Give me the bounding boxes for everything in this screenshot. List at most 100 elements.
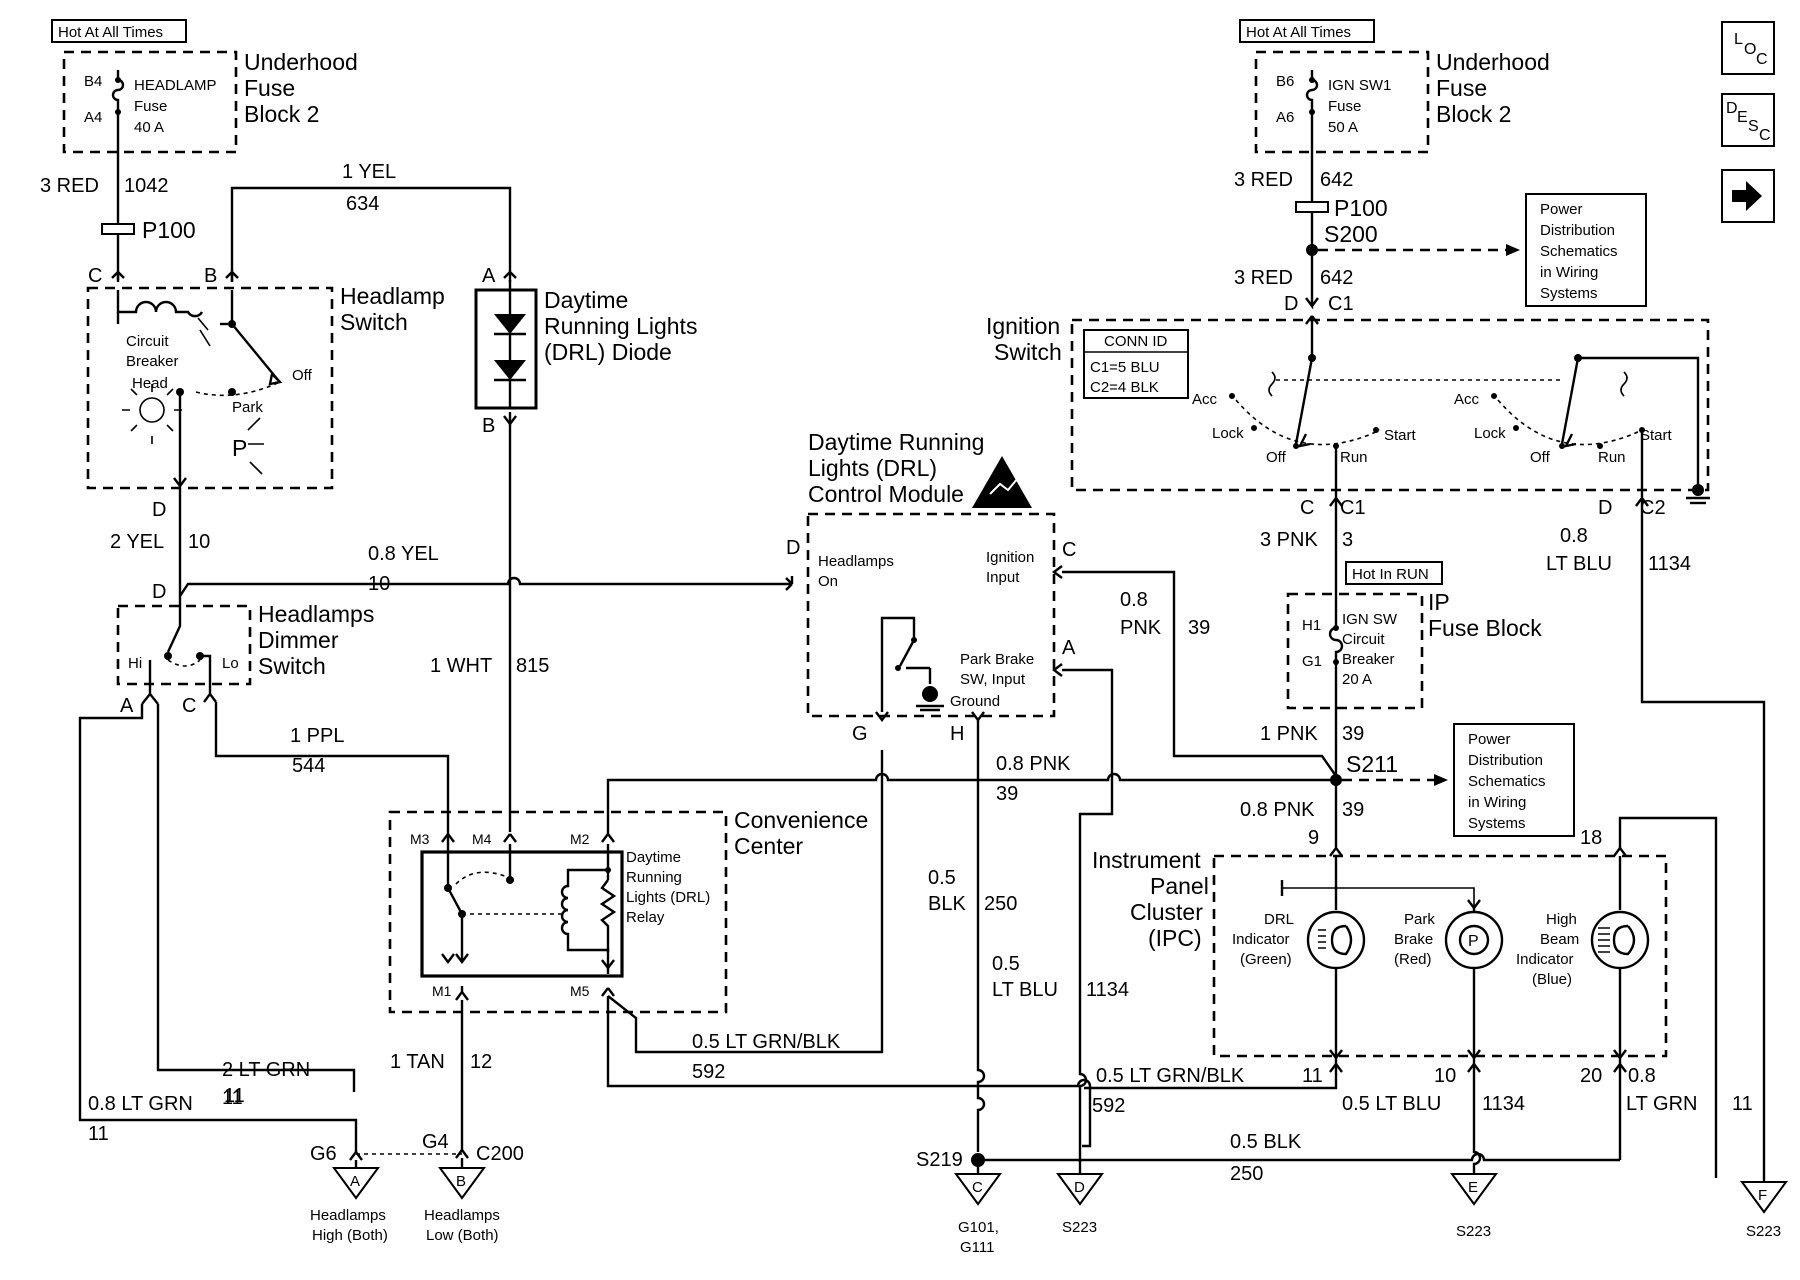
loc-button[interactable]: L O C: [1721, 21, 1775, 75]
svg-text:B: B: [482, 415, 495, 437]
svg-text:Dimmer: Dimmer: [258, 627, 339, 653]
svg-text:Running: Running: [626, 869, 682, 886]
svg-text:C: C: [1759, 127, 1771, 144]
terminal-b[interactable]: B Headlamps Low (Both): [424, 1167, 500, 1244]
svg-text:3 RED: 3 RED: [40, 175, 99, 197]
svg-text:M5: M5: [570, 983, 590, 999]
svg-text:642: 642: [1320, 267, 1353, 289]
terminal-c[interactable]: C G101, G111: [954, 1173, 1002, 1256]
terminal-f[interactable]: F S223: [1740, 1181, 1788, 1240]
svg-text:39: 39: [1342, 723, 1364, 745]
svg-text:Daytime: Daytime: [626, 849, 681, 866]
svg-text:1134: 1134: [1482, 1093, 1525, 1115]
hot-at-all-times-right: Hot At All Times: [1239, 19, 1375, 43]
svg-text:2 YEL: 2 YEL: [110, 531, 164, 553]
svg-text:39: 39: [996, 783, 1018, 805]
svg-text:0.8: 0.8: [1120, 589, 1148, 611]
svg-text:1 PPL: 1 PPL: [290, 725, 344, 747]
svg-text:IGN SW: IGN SW: [1342, 611, 1398, 628]
svg-text:G1: G1: [1302, 653, 1322, 670]
svg-text:9: 9: [1308, 827, 1319, 849]
svg-text:M4: M4: [472, 831, 492, 847]
svg-text:Distribution: Distribution: [1468, 752, 1543, 769]
svg-text:A4: A4: [84, 109, 102, 126]
svg-text:IGN SW1: IGN SW1: [1328, 77, 1391, 94]
svg-text:Hot At All Times: Hot At All Times: [1246, 24, 1351, 41]
svg-text:Center: Center: [734, 833, 803, 859]
svg-text:Block 2: Block 2: [1436, 101, 1511, 127]
svg-text:3 RED: 3 RED: [1234, 267, 1293, 289]
svg-text:Hot At All Times: Hot At All Times: [58, 24, 163, 41]
svg-text:Running Lights: Running Lights: [544, 313, 697, 339]
svg-text:D: D: [1074, 1179, 1085, 1196]
svg-text:A: A: [482, 265, 496, 287]
svg-text:PNK: PNK: [1120, 617, 1162, 639]
svg-text:3 RED: 3 RED: [1234, 169, 1293, 191]
svg-text:P100: P100: [1334, 195, 1388, 221]
right-arrow-icon: [1732, 181, 1762, 211]
svg-text:C: C: [972, 1179, 983, 1196]
svg-text:250: 250: [1230, 1163, 1263, 1185]
svg-text:High: High: [1546, 911, 1577, 928]
svg-text:Run: Run: [1340, 449, 1368, 466]
svg-text:S223: S223: [1456, 1223, 1491, 1240]
svg-text:0.5 LT BLU: 0.5 LT BLU: [1342, 1093, 1441, 1115]
svg-text:0.8: 0.8: [1560, 525, 1588, 547]
terminal-d[interactable]: D S223: [1056, 1173, 1104, 1236]
svg-text:39: 39: [1342, 799, 1364, 821]
svg-text:0.5: 0.5: [992, 953, 1020, 975]
svg-text:Lo: Lo: [222, 655, 239, 672]
svg-text:2 LT GRN: 2 LT GRN: [222, 1059, 310, 1081]
svg-text:Start: Start: [1384, 427, 1417, 444]
svg-text:Off: Off: [292, 367, 313, 384]
svg-text:10: 10: [1434, 1065, 1456, 1087]
svg-text:S200: S200: [1324, 221, 1378, 247]
svg-text:IP: IP: [1428, 589, 1450, 615]
headlamps-dimmer-switch: D Headlamps Dimmer Switch Hi Lo: [116, 581, 374, 686]
svg-text:Fuse: Fuse: [1436, 75, 1487, 101]
svg-text:Headlamps: Headlamps: [258, 601, 374, 627]
fuse-icon: [1305, 70, 1319, 110]
svg-text:Underhood: Underhood: [244, 49, 358, 75]
svg-text:LT GRN: LT GRN: [1626, 1093, 1698, 1115]
svg-text:Acc: Acc: [1454, 391, 1480, 408]
svg-text:Fuse: Fuse: [134, 98, 167, 115]
svg-text:Cluster: Cluster: [1130, 899, 1203, 925]
next-button[interactable]: [1721, 169, 1775, 223]
svg-text:G: G: [852, 723, 868, 745]
svg-text:O: O: [1744, 41, 1756, 58]
desc-button[interactable]: D E S C: [1721, 93, 1775, 147]
svg-text:1042: 1042: [124, 175, 169, 197]
svg-text:Instrument: Instrument: [1092, 847, 1201, 873]
svg-text:Fuse Block: Fuse Block: [1428, 615, 1542, 641]
svg-text:11: 11: [88, 1123, 109, 1145]
svg-text:Input: Input: [986, 569, 1020, 586]
svg-text:Systems: Systems: [1540, 285, 1598, 302]
svg-text:S211: S211: [1346, 751, 1398, 777]
svg-text:C1=5 BLU: C1=5 BLU: [1090, 359, 1160, 376]
svg-text:E: E: [1737, 109, 1748, 126]
drl-indicator-icon: [1318, 924, 1353, 956]
svg-text:D: D: [1598, 497, 1612, 519]
terminal-a[interactable]: A Headlamps High (Both): [310, 1167, 388, 1244]
svg-text:D: D: [152, 581, 166, 603]
svg-text:544: 544: [292, 755, 325, 777]
svg-text:3: 3: [1342, 529, 1353, 551]
terminal-e[interactable]: E S223: [1450, 1173, 1498, 1240]
svg-text:Convenience: Convenience: [734, 807, 868, 833]
svg-text:P100: P100: [142, 217, 196, 243]
svg-text:Lights (DRL): Lights (DRL): [626, 889, 710, 906]
svg-text:250: 250: [984, 893, 1017, 915]
svg-text:Schematics: Schematics: [1468, 773, 1546, 790]
svg-text:11: 11: [222, 1087, 243, 1109]
ignition-switch: Ignition Switch CONN ID C1=5 BLU C2=4 BL…: [986, 293, 1710, 519]
svg-text:10: 10: [368, 573, 390, 595]
drl-diode: A B Daytime Running Lights (DRL) Diode: [474, 265, 697, 437]
svg-text:S219: S219: [916, 1149, 963, 1171]
svg-text:Ground: Ground: [950, 693, 1000, 710]
svg-text:12: 12: [470, 1051, 492, 1073]
svg-text:H1: H1: [1302, 617, 1321, 634]
svg-text:Switch: Switch: [994, 339, 1062, 365]
svg-text:11: 11: [224, 1085, 245, 1107]
svg-text:S223: S223: [1062, 1219, 1097, 1236]
